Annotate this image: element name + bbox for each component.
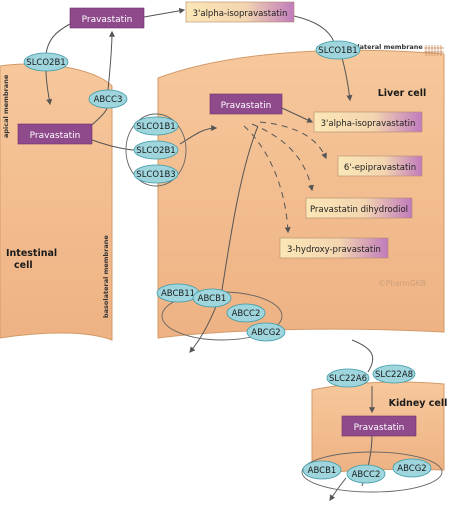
- svg-text:Pravastatin: Pravastatin: [30, 131, 81, 141]
- liver-cell-label: Liver cell: [378, 88, 427, 99]
- svg-text:ABCG2: ABCG2: [397, 464, 426, 474]
- drug-lumen: Pravastatin: [69, 7, 145, 29]
- intestinal-cell-label-2: cell: [14, 260, 33, 271]
- transporter-slco1b1-top: SLCO1B1: [315, 40, 361, 60]
- transporter-abcb11: ABCB11: [156, 283, 200, 303]
- svg-text:SLCO2B1: SLCO2B1: [136, 146, 175, 156]
- svg-text:ABCB1: ABCB1: [198, 294, 227, 304]
- svg-text:3'alpha-isopravastatin: 3'alpha-isopravastatin: [321, 119, 416, 129]
- svg-text:SLCO1B1: SLCO1B1: [136, 122, 175, 132]
- svg-text:ABCC3: ABCC3: [94, 95, 123, 105]
- svg-text:6'-epipravastatin: 6'-epipravastatin: [344, 163, 416, 173]
- transporter-abcg2-liver: ABCG2: [246, 322, 286, 342]
- apical-membrane-label: apical membrane: [2, 74, 10, 138]
- svg-text:Pravastatin: Pravastatin: [221, 101, 272, 111]
- metabolite-liver-1: 3'alpha-isopravastatin: [313, 111, 423, 133]
- metabolite-liver-4: 3-hydroxy-pravastatin: [279, 237, 389, 259]
- microvilli-hatch: [424, 45, 444, 56]
- svg-text:ABCB11: ABCB11: [161, 289, 195, 299]
- svg-text:Pravastatin: Pravastatin: [354, 423, 405, 433]
- drug-liver: Pravastatin: [209, 93, 283, 115]
- svg-text:Pravastatin: Pravastatin: [82, 15, 133, 25]
- intestinal-basolateral-membrane-label: basolateral membrane: [102, 235, 110, 318]
- liver-uptake-cluster-ring: [125, 113, 187, 187]
- transporter-abcb1-liver: ABCB1: [192, 288, 232, 308]
- liver-basolateral-membrane-label: basolateral membrane: [340, 43, 423, 51]
- svg-text:SLC22A6: SLC22A6: [329, 374, 367, 384]
- transporter-abcb1-kidney: ABCB1: [302, 460, 342, 480]
- flow-arrows: [45, 7, 375, 501]
- svg-text:ABCC2: ABCC2: [232, 309, 261, 319]
- svg-text:SLCO1B3: SLCO1B3: [136, 170, 175, 180]
- metabolite-liver-2: 6'-epipravastatin: [337, 155, 423, 177]
- transporter-abcc2-liver: ABCC2: [226, 303, 266, 323]
- metabolite-outside: 3'alpha-isopravastatin: [185, 1, 295, 23]
- drug-intestinal: Pravastatin: [17, 123, 93, 145]
- svg-text:Pravastatin dihydrodiol: Pravastatin dihydrodiol: [310, 205, 408, 215]
- svg-text:SLC22A8: SLC22A8: [375, 370, 413, 380]
- svg-text:ABCB1: ABCB1: [308, 466, 337, 476]
- drug-kidney: Pravastatin: [341, 415, 417, 437]
- svg-text:SLCO2B1: SLCO2B1: [26, 58, 65, 68]
- watermark: ©PharmGKB: [378, 279, 426, 288]
- intestinal-cell-label: Intestinal: [6, 248, 57, 259]
- transporter-slco1b3: SLCO1B3: [133, 164, 179, 184]
- svg-text:ABCC2: ABCC2: [352, 470, 381, 480]
- transporter-abcg2-kidney: ABCG2: [392, 458, 432, 478]
- transporter-slco2b1-apical: SLCO2B1: [23, 52, 69, 72]
- svg-text:SLCO1B1: SLCO1B1: [318, 46, 357, 56]
- svg-text:ABCG2: ABCG2: [251, 328, 280, 338]
- svg-text:3'alpha-isopravastatin: 3'alpha-isopravastatin: [193, 9, 288, 19]
- transporter-slc22a8: SLC22A8: [372, 364, 416, 384]
- transporter-slc22a6: SLC22A6: [326, 368, 370, 388]
- transporter-slco1b1: SLCO1B1: [133, 116, 179, 136]
- transporter-slco2b1: SLCO2B1: [133, 140, 179, 160]
- kidney-cell-label: Kidney cell: [389, 398, 448, 409]
- transporter-abcc3: ABCC3: [88, 89, 128, 109]
- kidney-efflux-cluster-ring: [301, 451, 443, 493]
- metabolite-liver-3: Pravastatin dihydrodiol: [305, 197, 413, 219]
- transporter-abcc2-kidney: ABCC2: [346, 464, 386, 484]
- svg-text:3-hydroxy-pravastatin: 3-hydroxy-pravastatin: [287, 245, 381, 255]
